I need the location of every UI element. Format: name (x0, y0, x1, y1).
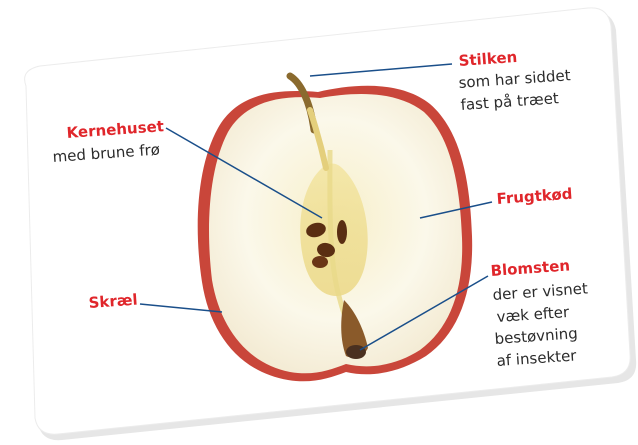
seed (312, 256, 328, 268)
seed (337, 220, 347, 244)
label-skrael-title: Skræl (88, 291, 138, 312)
blossom-remnant (346, 345, 366, 359)
